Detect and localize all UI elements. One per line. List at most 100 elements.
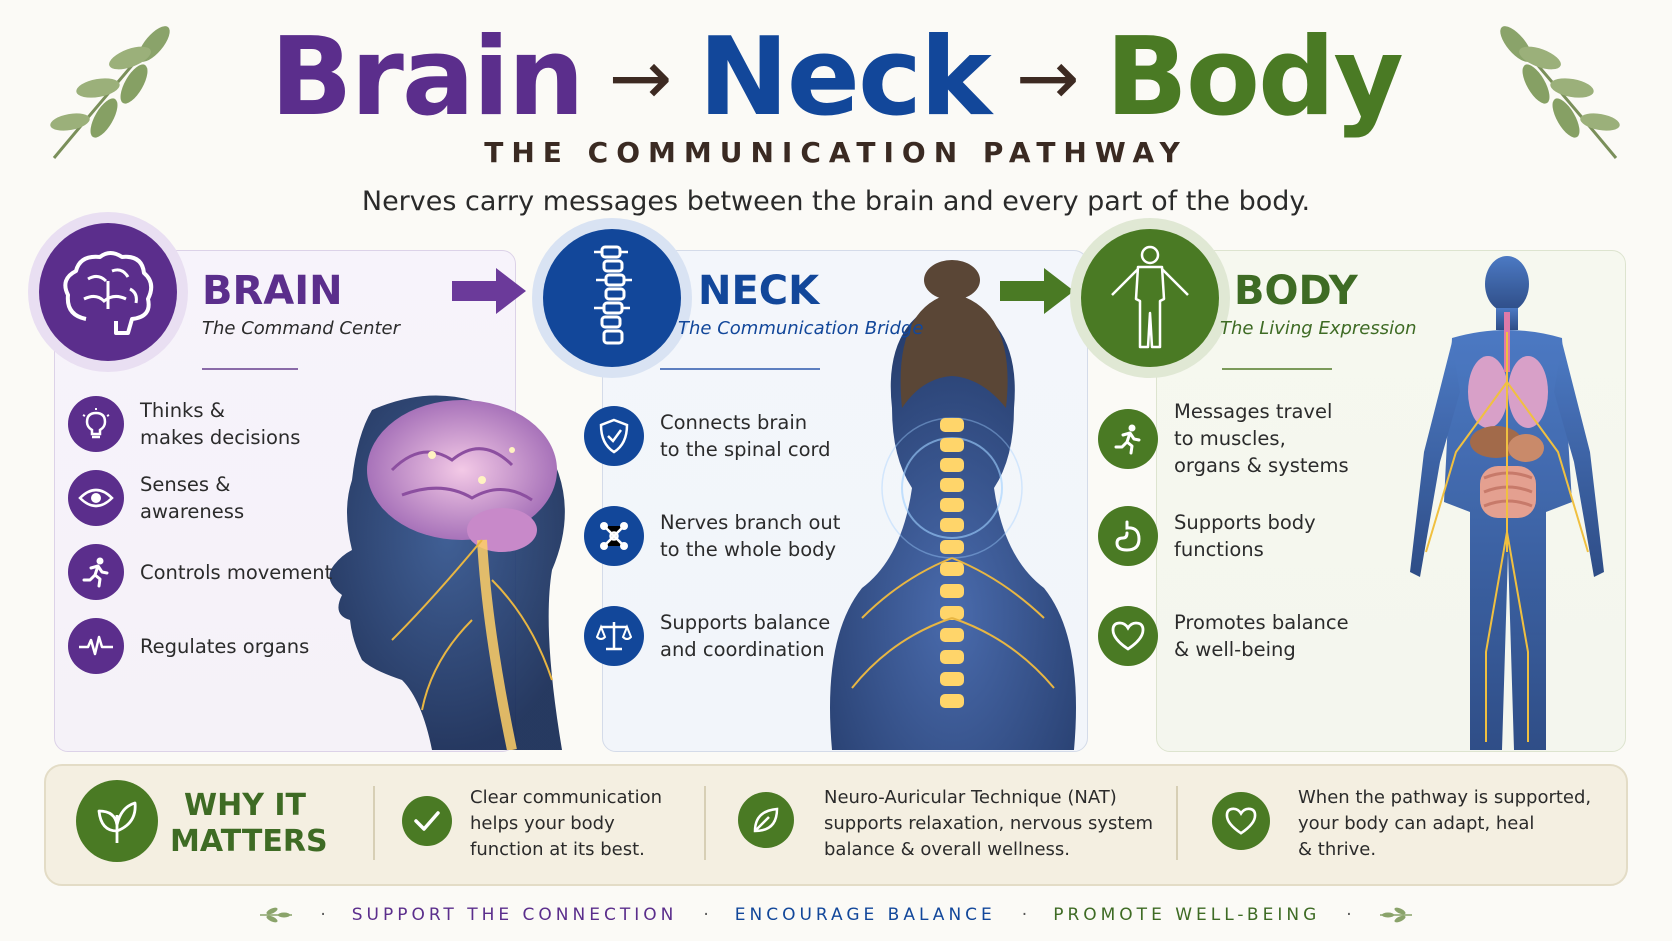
why-point-1-badge <box>402 796 452 846</box>
leaf-icon <box>753 807 779 833</box>
title-neck: Neck <box>698 15 991 140</box>
lightbulb-icon <box>82 408 110 439</box>
title-brain: Brain <box>270 15 584 140</box>
body-item-wellbeing-line2: & well-being <box>1174 638 1296 661</box>
brain-icon <box>63 251 154 335</box>
brain-item-senses: Senses &awareness <box>68 470 244 526</box>
brain-item-organs: Regulates organs <box>68 618 309 674</box>
brain-item-organs-line1: Regulates organs <box>140 634 310 658</box>
neck-item-balance: Supports balance and coordination <box>584 606 830 666</box>
why-title: WHY IT MATTERS <box>170 788 328 860</box>
running-person-icon <box>1114 424 1141 454</box>
body-medallion <box>1070 218 1230 378</box>
leaf-sprig-small-icon <box>1379 907 1412 923</box>
footer-encourage-balance: ENCOURAGE BALANCE <box>734 905 996 925</box>
neck-item-nerves-line2: to the whole body <box>660 538 837 561</box>
why-point-2-line2: supports relaxation, nervous system <box>824 813 1154 834</box>
why-point-1-line1: Clear communication <box>470 787 662 808</box>
footer-slogans: · SUPPORT THE CONNECTION · ENCOURAGE BAL… <box>0 900 1672 930</box>
brain-item-movement: Controls movement <box>68 544 332 600</box>
brain-head-illustration <box>329 395 565 750</box>
flow-arrow-neck-body-icon <box>1000 268 1074 314</box>
neck-item-nerves-line1: Nerves branch out <box>660 511 841 534</box>
why-divider-2 <box>704 786 706 860</box>
footer-dot-2: · <box>1021 905 1028 925</box>
running-person-icon <box>82 557 109 588</box>
title-body: Body <box>1105 15 1404 140</box>
brain-item-thinks-line2: makes decisions <box>140 426 301 449</box>
brain-item-thinks-line1: Thinks & <box>140 399 225 422</box>
body-item-wellbeing-line1: Promotes balance <box>1174 611 1349 634</box>
neck-item-connects-line1: Connects brain <box>660 411 808 434</box>
main-title: Brain → Neck → Body <box>0 18 1672 138</box>
stomach-icon <box>1115 520 1141 552</box>
body-subtitle: The Living Expression <box>1220 318 1417 339</box>
why-point-3-line1: When the pathway is supported, <box>1298 787 1592 808</box>
neck-item-balance-line2: and coordination <box>660 638 825 661</box>
brain-item-senses-line1: Senses & <box>140 473 231 496</box>
footer-dot-3: · <box>1346 905 1352 925</box>
why-leaf-badge <box>76 780 158 862</box>
flow-arrow-brain-neck-icon <box>452 268 526 314</box>
why-point-3-text: When the pathway is supported, your body… <box>1298 785 1591 863</box>
footer-dot-1: · <box>703 905 709 925</box>
page-tagline: Nerves carry messages between the brain … <box>361 186 1311 217</box>
brain-title: BRAIN <box>202 268 343 314</box>
leaf-sprig-small-icon <box>260 907 293 923</box>
body-item-functions-line2: functions <box>1174 538 1264 561</box>
body-item-messages-line2: to muscles, <box>1174 427 1286 450</box>
title-arrow-1: → <box>608 33 673 122</box>
neck-item-connects-line2: to the spinal cord <box>660 438 831 461</box>
heart-icon <box>1111 621 1145 651</box>
body-item-wellbeing: Promotes balance & well-being <box>1098 606 1349 666</box>
footer-support-connection: SUPPORT THE CONNECTION <box>351 905 678 925</box>
heart-icon <box>1225 807 1257 835</box>
neck-medallion <box>532 218 692 378</box>
why-point-3-line2: your body can adapt, heal <box>1298 813 1535 834</box>
body-item-functions: Supports body functions <box>1098 506 1316 566</box>
why-point-1-text: Clear communication helps your body func… <box>470 785 662 863</box>
why-point-3-badge <box>1212 792 1270 850</box>
leaf-sprig-right-icon <box>1500 26 1620 159</box>
why-divider-1 <box>373 786 375 860</box>
why-it-matters-bar <box>44 764 1628 886</box>
why-point-2-line1: Neuro-Auricular Technique (NAT) <box>824 787 1117 808</box>
footer-promote-wellbeing: PROMOTE WELL-BEING <box>1053 905 1321 925</box>
leaf-icon <box>97 801 137 843</box>
checkmark-icon <box>414 811 440 831</box>
neck-title: NECK <box>698 268 820 314</box>
neck-item-connects: Connects brain to the spinal cord <box>584 406 831 466</box>
brain-item-thinks: Thinks & makes decisions <box>68 396 300 452</box>
body-divider <box>1222 368 1332 370</box>
body-title: BODY <box>1234 268 1358 314</box>
eye-icon <box>78 488 114 508</box>
page-subtitle: THE COMMUNICATION PATHWAY <box>484 136 1188 169</box>
brain-subtitle: The Command Center <box>202 318 401 339</box>
why-divider-3 <box>1176 786 1178 860</box>
leaf-sprig-left-icon <box>50 26 170 159</box>
why-point-1-line2: helps your body <box>470 813 615 834</box>
why-title-line1: WHY IT <box>184 788 306 823</box>
brain-divider <box>202 368 298 370</box>
body-item-messages: Messages travel to muscles, organs & syste… <box>1098 398 1349 479</box>
body-item-messages-line1: Messages travel <box>1174 400 1333 423</box>
heartbeat-icon <box>79 635 113 656</box>
network-nodes-icon <box>600 522 628 550</box>
why-point-2-line3: balance & overall wellness. <box>824 839 1070 860</box>
neck-subtitle: The Communication Bridge <box>678 318 924 339</box>
footer-dot-0: · <box>320 905 326 925</box>
shield-icon <box>599 418 629 454</box>
neck-divider <box>660 368 820 370</box>
neck-spine-illustration <box>830 260 1076 750</box>
why-point-2-text: Neuro-Auricular Technique (NAT) supports… <box>824 785 1153 863</box>
balance-scale-icon <box>596 622 632 651</box>
why-point-1-line3: function at its best. <box>470 839 645 860</box>
body-item-functions-line1: Supports body <box>1174 511 1316 534</box>
title-arrow-2: → <box>1015 33 1080 122</box>
why-point-2-badge <box>738 792 794 848</box>
why-title-line2: MATTERS <box>170 824 328 859</box>
body-item-messages-line3: organs & systems <box>1174 454 1349 477</box>
human-figure-icon <box>1111 245 1189 349</box>
neck-item-nerves: Nerves branch out to the whole body <box>584 506 840 566</box>
neck-item-balance-line1: Supports balance <box>660 611 831 634</box>
